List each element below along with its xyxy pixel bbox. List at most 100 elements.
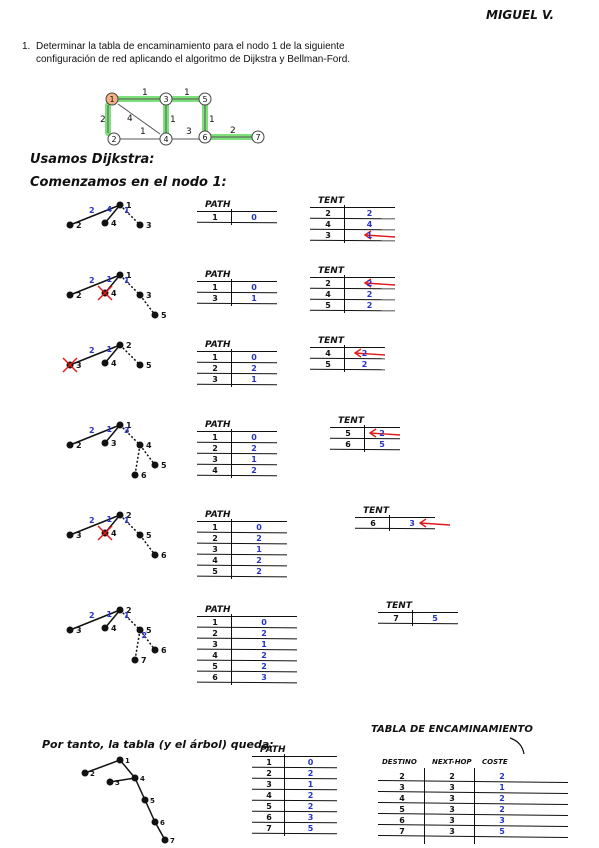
column-divider — [412, 610, 413, 626]
cost-cell: 1 — [307, 780, 314, 789]
tree-node-label: 3 — [111, 439, 117, 448]
tree-node-label: 4 — [111, 529, 117, 538]
routing-header: COSTE — [482, 758, 508, 766]
tree-node-label: 2 — [76, 221, 82, 230]
node-cell: 5 — [212, 567, 218, 576]
next-hop-cell: 3 — [449, 816, 455, 825]
tree-node — [141, 796, 149, 804]
problem-number: 1. — [22, 41, 31, 52]
tree-node-label: 6 — [160, 819, 165, 827]
header-line — [197, 351, 277, 352]
cost-cell: 5 — [379, 440, 385, 449]
next-hop-cell: 3 — [449, 783, 455, 792]
tree-node — [116, 421, 124, 429]
tree-node-label: 2 — [126, 606, 132, 615]
cost-cell: 0 — [251, 433, 257, 442]
tree-node-label: 7 — [141, 656, 147, 665]
node-cell: 1 — [212, 353, 218, 362]
path-table-step-1-heading: PATH — [205, 200, 231, 210]
node-cell: 1 — [266, 758, 272, 767]
tree-node — [161, 836, 169, 844]
final-path-table-heading: PATH — [260, 745, 286, 755]
header-line — [355, 517, 435, 518]
tree-node — [116, 341, 124, 349]
tree-node — [116, 201, 124, 209]
header-line — [197, 431, 277, 432]
tree-edge-weight: 1 — [107, 425, 113, 434]
tent-table-step-1-heading: TENT — [318, 196, 344, 206]
tree-edge — [139, 629, 156, 651]
tent-table-step-2-heading: TENT — [318, 266, 344, 276]
final-table-title: TABLA DE ENCAMINAMIENTO — [371, 724, 533, 735]
note-using-dijkstra: Usamos Dijkstra: — [30, 152, 155, 167]
tree-edge — [69, 609, 121, 631]
tree-edge — [84, 759, 121, 774]
tree-node — [131, 774, 139, 782]
tree-edge — [69, 274, 121, 296]
tree-node — [101, 529, 109, 537]
discarded-cross — [62, 357, 78, 373]
cost-cell: 1 — [499, 783, 505, 792]
tent-table-step-4-heading: TENT — [338, 416, 364, 426]
node-cell: 2 — [212, 629, 218, 638]
tree-edge — [139, 534, 156, 556]
tree-node — [136, 531, 144, 539]
cost-cell: 2 — [261, 662, 267, 671]
node-cell: 2 — [212, 364, 218, 373]
tree-node — [66, 531, 74, 539]
tree-edge-weight: 1 — [124, 516, 130, 525]
shortest-path-highlight — [105, 96, 255, 140]
node-cell: 3 — [212, 375, 218, 384]
tent-table-step-3-heading: TENT — [318, 336, 344, 346]
cost-cell: 2 — [366, 209, 373, 218]
cost-cell: 2 — [307, 802, 314, 811]
tree-node-label: 4 — [146, 441, 152, 450]
cost-cell: 5 — [499, 827, 505, 836]
tree-edge — [119, 344, 141, 366]
tree-node-label: 4 — [111, 219, 117, 228]
tree-edge-weight: 2 — [142, 631, 148, 640]
tree-node — [151, 646, 159, 654]
path-table-step-5-heading: PATH — [205, 510, 231, 520]
discarded-cross — [97, 525, 113, 541]
column-divider — [231, 429, 232, 478]
tree-node — [136, 626, 144, 634]
routing-header: NEXT-HOP — [432, 758, 472, 766]
svg-text:1: 1 — [184, 88, 190, 98]
header-line — [252, 756, 337, 757]
row-line — [196, 383, 278, 386]
svg-text:1: 1 — [109, 95, 114, 104]
tree-edge — [134, 777, 146, 801]
column-divider — [284, 754, 285, 836]
tent-table-step-5-heading: TENT — [363, 506, 389, 516]
problem-statement: 1.Determinar la tabla de encaminamiento … — [22, 40, 472, 66]
cost-cell: 3 — [499, 816, 505, 825]
node-cell: 1 — [212, 283, 218, 292]
tree-node-label: 2 — [76, 291, 82, 300]
tree-edge-weight: 4 — [107, 205, 113, 214]
node-cell: 5 — [266, 802, 272, 811]
tree-edge-weight: 1 — [124, 206, 130, 215]
cost-cell: 2 — [256, 567, 262, 576]
tree-node — [101, 289, 109, 297]
node-cell: 4 — [212, 651, 218, 660]
column-divider — [231, 209, 232, 225]
tree-node-label: 6 — [161, 551, 167, 560]
cost-cell: 2 — [499, 794, 505, 803]
tree-edge — [154, 821, 166, 841]
cost-cell: 5 — [307, 824, 314, 833]
row-line — [309, 309, 396, 312]
tree-edge — [104, 514, 121, 534]
row-line — [251, 832, 338, 835]
node-cell: 7 — [393, 614, 399, 623]
tree-node — [101, 439, 109, 447]
dest-cell: 7 — [399, 827, 405, 836]
tree-node — [66, 221, 74, 229]
